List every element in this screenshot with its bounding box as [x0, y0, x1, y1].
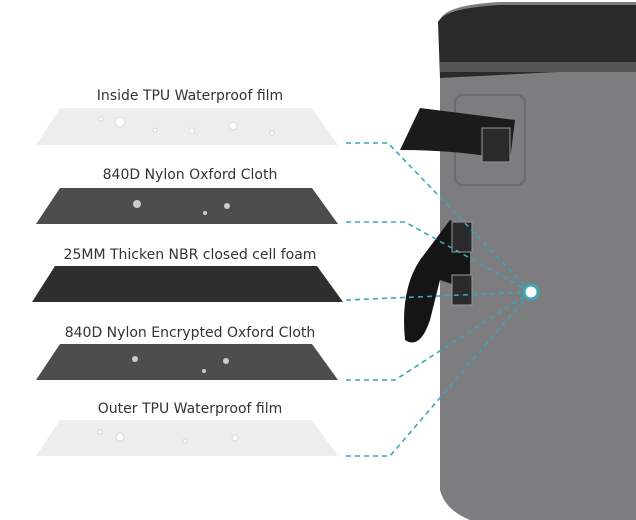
callout-lines [345, 142, 532, 457]
layer-label: 25MM Thicken NBR closed cell foam [63, 247, 317, 263]
callout-point [522, 283, 540, 301]
layer-label: 840D Nylon Encrypted Oxford Cloth [64, 325, 316, 341]
layer-nylon-oxford-cloth [36, 188, 338, 224]
layer-outer-tpu-film [36, 420, 338, 456]
water-droplets-icon [98, 116, 275, 136]
layer-label: Outer TPU Waterproof film [97, 401, 283, 417]
cooler-bag-image [400, 2, 636, 520]
layer-label: Inside TPU Waterproof film [96, 88, 284, 104]
layer-nylon-encrypted-cloth [36, 344, 338, 380]
water-droplets-icon [133, 200, 230, 215]
layer-inside-tpu-film [36, 108, 338, 145]
layer-label: 840D Nylon Oxford Cloth [102, 167, 278, 183]
water-droplets-icon [132, 356, 229, 373]
layer-nbr-foam [32, 266, 343, 302]
water-droplets-icon [97, 429, 239, 444]
